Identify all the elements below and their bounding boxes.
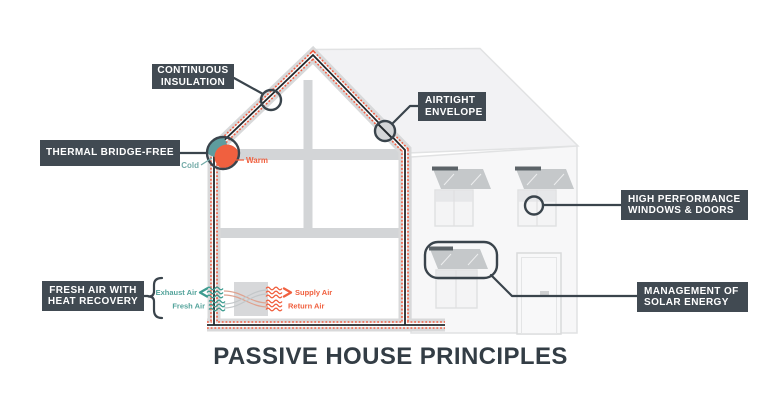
connector-airtight (390, 104, 420, 126)
callout-fresh-air-heat-recovery: FRESH AIR WITH HEAT RECOVERY (42, 281, 144, 311)
exhaust-arrow-icon (198, 287, 209, 298)
callout-line: SOLAR ENERGY (644, 297, 729, 308)
mid-floor (218, 228, 403, 238)
callout-management-solar-energy: MANAGEMENT OF SOLAR ENERGY (637, 282, 748, 312)
brace-icon (147, 276, 164, 320)
cold-pointer (200, 157, 213, 166)
thermal-envelope (207, 45, 445, 332)
continuous-insulation-marker (259, 88, 283, 112)
callout-line: THERMAL BRIDGE-FREE (46, 147, 174, 159)
heat-recovery-unit (223, 282, 269, 316)
callout-continuous-insulation: CONTINUOUS INSULATION (152, 64, 234, 89)
cold-label: Cold (181, 161, 199, 170)
fresh-air-label: Fresh Air (172, 302, 205, 311)
callout-line: FRESH AIR WITH (49, 284, 137, 296)
window-lower-left (429, 246, 488, 309)
warm-label: Warm (246, 156, 268, 165)
callout-line: MANAGEMENT OF (644, 285, 739, 297)
door-handle-icon (540, 291, 549, 295)
connector-continuous-insulation (232, 76, 265, 96)
callout-line: ENVELOPE (425, 106, 483, 118)
callout-high-performance-windows-doors: HIGH PERFORMANCE WINDOWS & DOORS (621, 190, 748, 220)
supply-air-label: Supply Air (295, 288, 332, 297)
connector-solar (489, 273, 639, 298)
callout-line: WINDOWS & DOORS (628, 205, 734, 216)
window-upper-left (432, 166, 491, 227)
callout-line: CONTINUOUS (157, 65, 229, 76)
entry-door (516, 252, 562, 335)
thermal-bridge-marker (205, 135, 241, 171)
airtight-envelope-marker (373, 119, 397, 143)
interior-structure (218, 80, 403, 238)
solar-window-outline (423, 240, 499, 280)
ventilation-flows (198, 286, 293, 312)
exhaust-air-label: Exhaust Air (156, 288, 197, 297)
attic-floor (224, 149, 403, 160)
callout-airtight-envelope: AIRTIGHT ENVELOPE (418, 92, 486, 121)
callout-thermal-bridge-free: THERMAL BRIDGE-FREE (40, 140, 180, 166)
callout-line: HEAT RECOVERY (47, 296, 139, 307)
return-air-label: Return Air (288, 302, 324, 311)
supply-arrow-icon (282, 287, 293, 298)
page-title: PASSIVE HOUSE PRINCIPLES (213, 343, 568, 370)
callout-line: AIRTIGHT (425, 95, 476, 106)
warm-zone-icon (214, 144, 238, 168)
callout-line: HIGH PERFORMANCE (628, 193, 741, 205)
callout-line: INSULATION (160, 76, 226, 88)
